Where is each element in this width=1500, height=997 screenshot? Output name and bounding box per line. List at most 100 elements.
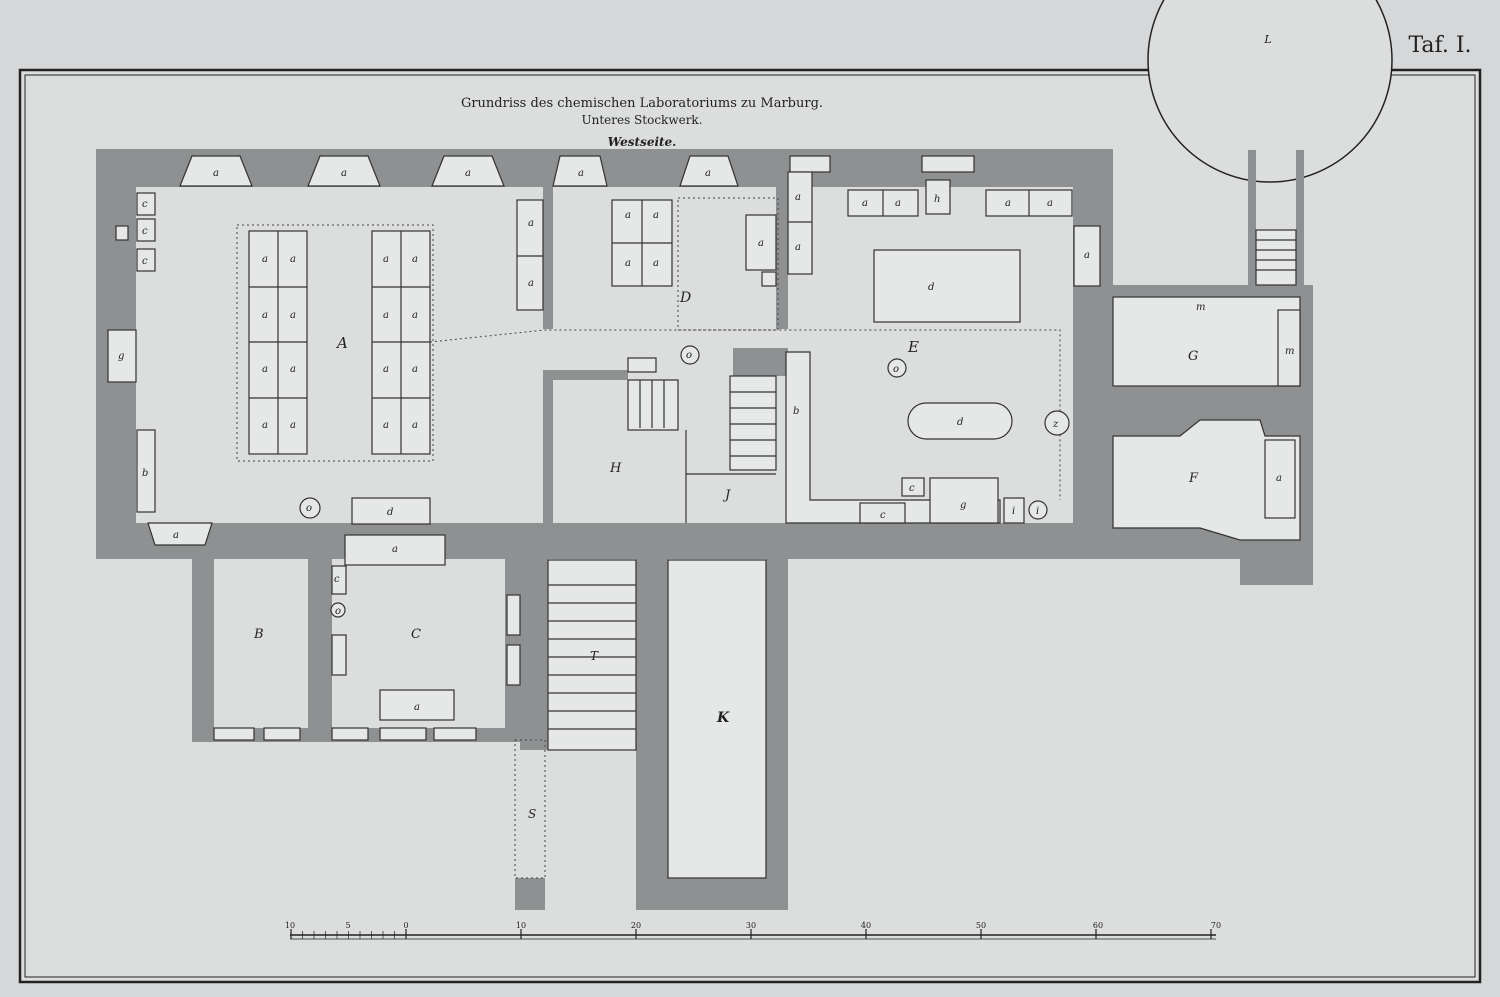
fixture-a-label: a <box>173 530 179 541</box>
room-K-label: K <box>716 710 730 726</box>
fixture-a-label: a <box>1005 198 1011 209</box>
room-E-label: E <box>907 338 919 356</box>
fixture-a-label: a <box>705 168 711 179</box>
round-tower-L <box>1147 0 1393 183</box>
fixture-a-label: a <box>383 364 389 375</box>
room-C-label: C <box>411 627 421 642</box>
fixture-a-label: a <box>392 544 398 555</box>
scale-tick-label: 20 <box>631 921 641 930</box>
scale-bar: 10 5 0 10 20 30 40 50 60 70 <box>285 921 1221 940</box>
fixture-a-label: a <box>895 198 901 209</box>
fixture-a-label: a <box>625 258 631 269</box>
room-H-label: H <box>609 461 622 476</box>
fixture-a-label: a <box>262 254 268 265</box>
fixture-labels: a a a a a a a a a a a a a a a a a a a a … <box>118 168 1294 713</box>
fixture-d-label: d <box>387 507 393 518</box>
scale-tick-label: 40 <box>861 921 871 930</box>
fixture-a-label: a <box>1047 198 1053 209</box>
fixture-d-label: d <box>957 417 963 428</box>
plate-number: Taf. I. <box>1408 33 1471 58</box>
plan-side-label: Westseite. <box>608 135 677 149</box>
fixture-a-label: a <box>528 218 534 229</box>
fixture-a-label: a <box>262 364 268 375</box>
fixture-a-label: a <box>412 420 418 431</box>
fixture-o-label: o <box>335 606 341 617</box>
scale-tick-label: 10 <box>285 921 295 930</box>
room-D-fixtures <box>611 171 813 331</box>
scale-tick-label: 70 <box>1211 921 1221 930</box>
fixture-a-label: a <box>653 258 659 269</box>
fixture-o-label: o <box>686 350 692 361</box>
plan-title: Grundriss des chemischen Laboratoriums z… <box>461 96 823 111</box>
fixture-a-label: a <box>414 702 420 713</box>
fixture-i-label: i <box>1036 506 1039 517</box>
fixture-g-label: g <box>118 351 124 362</box>
room-D-label: D <box>679 290 691 306</box>
fixture-c-label: c <box>334 574 340 585</box>
lower-wing-fixtures <box>213 565 521 741</box>
fixture-h-label: h <box>934 194 940 205</box>
fixture-a-label: a <box>578 168 584 179</box>
fixture-c-label: c <box>880 510 886 521</box>
room-A-fixtures <box>107 192 544 566</box>
fixture-c-label: c <box>142 199 148 210</box>
fixture-a-label: a <box>465 168 471 179</box>
room-T-label: T <box>590 649 599 663</box>
room-J-label: J <box>722 488 731 503</box>
fixture-a-label: a <box>290 364 296 375</box>
fixture-a-label: a <box>290 420 296 431</box>
fixture-a-label: a <box>625 210 631 221</box>
fixture-a-label: a <box>341 168 347 179</box>
room-F-label: F <box>1188 471 1199 486</box>
scale-tick-label: 10 <box>516 921 526 930</box>
plate-border-inner <box>24 74 1476 978</box>
fixture-a-label: a <box>383 310 389 321</box>
fixture-a-label: a <box>528 278 534 289</box>
central-staircase <box>627 345 777 523</box>
fixture-a-label: a <box>383 420 389 431</box>
fixture-a-label: a <box>862 198 868 209</box>
fixture-a-label: a <box>412 364 418 375</box>
room-A-label: A <box>335 334 348 352</box>
room-G-label: G <box>1188 349 1198 364</box>
fixture-g-label: g <box>960 500 966 511</box>
fixture-i-label: i <box>1012 506 1015 517</box>
fixture-a-label: a <box>1276 473 1282 484</box>
fixture-a-label: a <box>758 238 764 249</box>
room-L-label: L <box>1263 33 1271 46</box>
fixture-b-label: b <box>142 468 148 479</box>
fixture-a-label: a <box>213 168 219 179</box>
east-annex <box>1112 229 1301 541</box>
fixture-a-label: a <box>795 192 801 203</box>
fixture-c-label: c <box>909 483 915 494</box>
room-B-label: B <box>253 627 264 642</box>
fixture-c-label: c <box>142 226 148 237</box>
plan-subtitle: Unteres Stockwerk. <box>581 113 702 127</box>
fixture-m-label: m <box>1196 302 1205 313</box>
fixture-z-label: z <box>1052 419 1059 430</box>
scale-ticks <box>290 929 1212 939</box>
room-K-floor <box>667 559 767 879</box>
fixture-a-label: a <box>795 242 801 253</box>
scale-tick-label: 50 <box>976 921 986 930</box>
fixture-a-label: a <box>290 254 296 265</box>
fixture-a-label: a <box>383 254 389 265</box>
fixture-b-label: b <box>793 406 799 417</box>
scale-tick-label: 0 <box>403 921 408 930</box>
fixture-o-label: o <box>306 503 312 514</box>
fixture-a-label: a <box>653 210 659 221</box>
fixture-m-label: m <box>1285 346 1294 357</box>
scale-labels: 10 5 0 10 20 30 40 50 60 70 <box>285 921 1221 930</box>
fixture-a-label: a <box>1084 250 1090 261</box>
fixture-a-label: a <box>262 420 268 431</box>
fixture-a-label: a <box>262 310 268 321</box>
room-labels: A B C D E F G H J K S T <box>253 290 1199 821</box>
room-S-label: S <box>528 807 536 821</box>
staircase-T <box>514 559 637 879</box>
fixture-c-label: c <box>142 256 148 267</box>
scale-tick-label: 30 <box>746 921 756 930</box>
fixture-o-label: o <box>893 364 899 375</box>
room-E-fixtures <box>785 179 1101 524</box>
fixture-a-label: a <box>412 254 418 265</box>
